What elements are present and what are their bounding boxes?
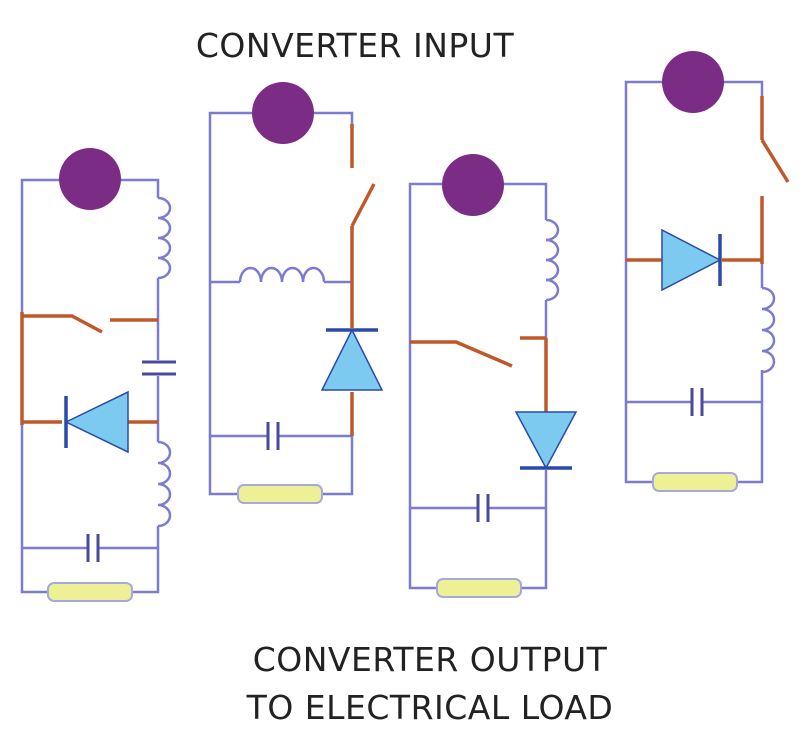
circuit-2-switch <box>350 124 376 436</box>
circuit-2-diode <box>320 328 384 391</box>
converter-output-line-2: TO ELECTRICAL LOAD <box>246 688 614 727</box>
converter-output-line-1: CONVERTER OUTPUT <box>252 640 608 679</box>
circuit-3-switch <box>410 336 548 412</box>
converter-input-label: CONVERTER INPUT <box>195 26 515 65</box>
circuit-2-capacitor <box>266 422 280 450</box>
circuit-2 <box>208 82 384 504</box>
circuit-1-inductor-top <box>157 196 172 280</box>
circuit-1-switch <box>20 312 158 425</box>
circuit-4-load <box>652 472 738 492</box>
circuit-1-load <box>47 582 133 602</box>
circuit-4-inductor <box>761 286 776 374</box>
circuit-2-source <box>252 82 314 144</box>
circuit-3-source <box>442 154 504 216</box>
circuit-1-wires <box>20 178 160 594</box>
circuit-3-wires <box>408 182 548 590</box>
circuit-4 <box>624 51 790 492</box>
circuit-3-diode <box>514 411 578 470</box>
circuit-2-load <box>237 484 323 504</box>
circuit-1-source <box>59 148 121 210</box>
circuit-1-capacitor-output <box>86 534 100 562</box>
circuit-4-source <box>662 51 724 113</box>
circuit-3-capacitor <box>476 494 490 522</box>
circuit-1-diode <box>64 390 129 454</box>
circuit-3-load <box>436 578 522 598</box>
circuit-1-inductor-bottom <box>157 440 172 528</box>
circuit-2-wires <box>208 111 354 496</box>
circuit-2-inductor <box>238 266 326 283</box>
circuit-1-capacitor-series <box>142 360 176 376</box>
converter-output-label: CONVERTER OUTPUT TO ELECTRICAL LOAD <box>150 636 710 732</box>
circuit-4-wires <box>624 80 764 484</box>
circuit-3 <box>408 154 578 598</box>
circuit-4-switch <box>626 96 790 264</box>
circuit-3-inductor <box>545 218 560 302</box>
circuit-4-diode <box>661 228 722 292</box>
circuit-1 <box>20 148 176 602</box>
circuit-4-capacitor <box>690 388 704 416</box>
